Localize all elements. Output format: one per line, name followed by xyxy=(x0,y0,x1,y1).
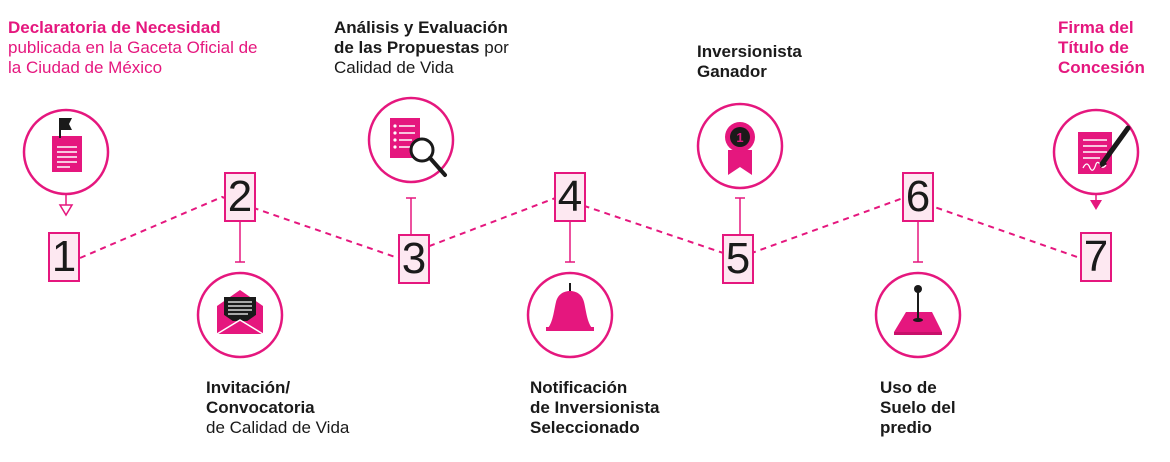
step5-label-line-2: Ganador xyxy=(697,62,767,81)
step-number-5: 5 xyxy=(722,234,754,284)
step4-label: Notificación de Inversionista Selecciona… xyxy=(530,378,700,438)
step7-label-line-3: Concesión xyxy=(1058,58,1145,77)
step-number-2: 2 xyxy=(224,172,256,222)
step-number-4: 4 xyxy=(554,172,586,222)
step1-label-text: publicada en la Gaceta Oficial de la Ciu… xyxy=(8,38,258,77)
step1-icon-group xyxy=(22,108,110,217)
step5-icon-group: 1 xyxy=(696,102,784,234)
envelope-icon xyxy=(216,290,264,335)
step1-label: Declaratoria de Necesidad publicada en l… xyxy=(8,18,278,78)
step2-label-bold-1: Invitación/ xyxy=(206,378,291,397)
step2-icon-group xyxy=(196,222,284,359)
step4-label-line-1: Notificación xyxy=(530,378,628,397)
step4-label-line-3: Seleccionado xyxy=(530,418,640,437)
step7-icon-group xyxy=(1052,108,1140,210)
step-number-6: 6 xyxy=(902,172,934,222)
step3-label-inline: por xyxy=(479,38,509,57)
step4-icon-group xyxy=(526,222,614,359)
step6-icon-group xyxy=(874,222,962,359)
step1-label-bold: Declaratoria de Necesidad xyxy=(8,18,221,37)
step3-label-text: Calidad de Vida xyxy=(334,58,454,77)
step3-icon-group xyxy=(367,96,455,234)
award-badge-number: 1 xyxy=(736,130,743,145)
step2-label: Invitación/ Convocatoria de Calidad de V… xyxy=(206,378,376,438)
bell-icon xyxy=(546,283,594,331)
magnifier-document-icon xyxy=(390,118,447,177)
step7-label-line-2: Título de xyxy=(1058,38,1129,57)
step2-label-text: de Calidad de Vida xyxy=(206,418,350,437)
step6-label-line-3: predio xyxy=(880,418,932,437)
land-pin-icon xyxy=(894,285,942,335)
step7-label-line-1: Firma del xyxy=(1058,18,1134,37)
step6-label-line-1: Uso de xyxy=(880,378,937,397)
step4-label-line-2: de Inversionista xyxy=(530,398,660,417)
award-ribbon-icon: 1 xyxy=(725,122,755,175)
step-number-3: 3 xyxy=(398,234,430,284)
step3-label: Análisis y Evaluación de las Propuestas … xyxy=(334,18,544,78)
step6-label-line-2: Suelo del xyxy=(880,398,956,417)
signed-document-icon xyxy=(1078,125,1131,174)
step5-label-line-1: Inversionista xyxy=(697,42,802,61)
step5-label: Inversionista Ganador xyxy=(697,42,827,82)
step3-label-bold-1: Análisis y Evaluación xyxy=(334,18,508,37)
step2-label-bold-2: Convocatoria xyxy=(206,398,315,417)
step3-label-bold-2: de las Propuestas xyxy=(334,38,480,57)
step7-label: Firma del Título de Concesión xyxy=(1058,18,1168,78)
step-number-7: 7 xyxy=(1080,232,1112,282)
step-number-1: 1 xyxy=(48,232,80,282)
flag-document-icon xyxy=(52,118,82,172)
step6-label: Uso de Suelo del predio xyxy=(880,378,1000,438)
